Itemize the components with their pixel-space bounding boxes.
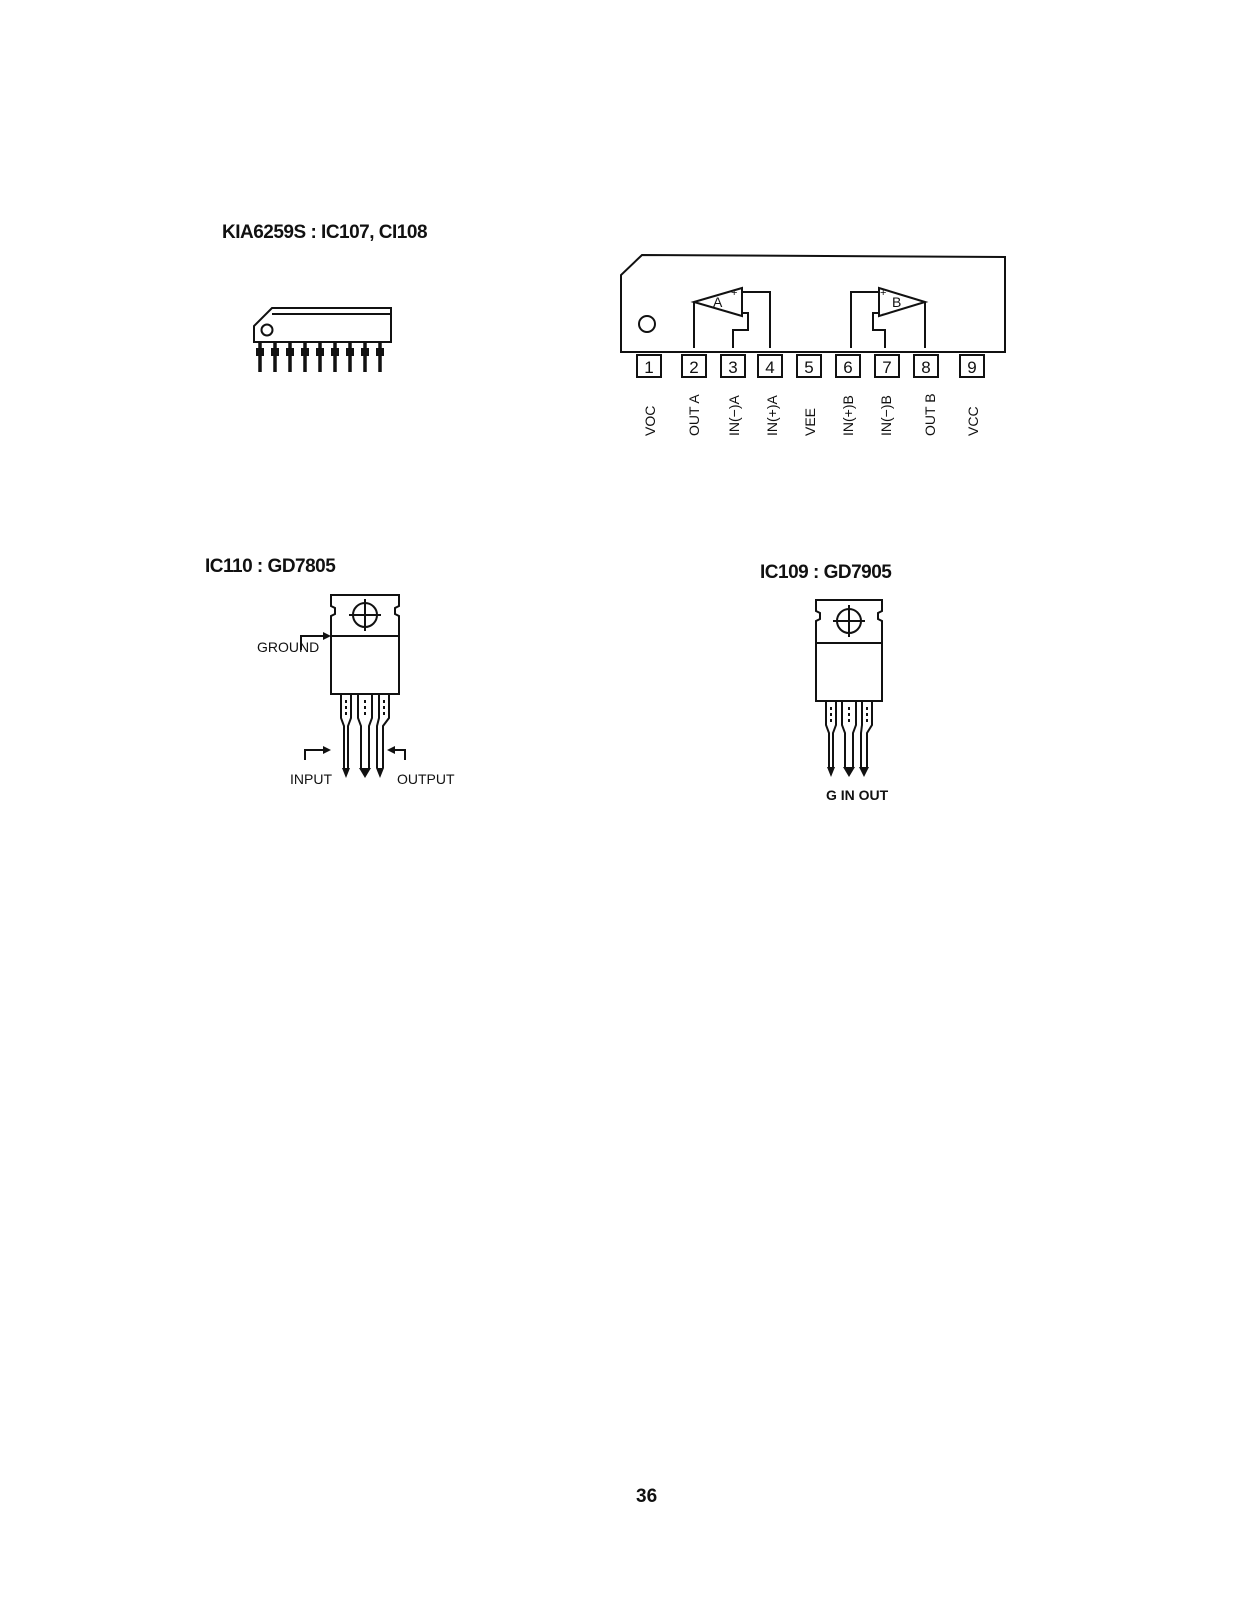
pin-8-number: 8 [921, 358, 930, 377]
pin-8-label: OUT B [922, 393, 938, 436]
opamp-b-minus: - [882, 308, 886, 320]
ic110-title: IC110 : GD7805 [205, 556, 336, 577]
page-number: 36 [636, 1486, 658, 1507]
output-label: OUTPUT [397, 771, 455, 787]
pin-2-label: OUT A [686, 394, 702, 436]
ic109-pin-labels: G IN OUT [826, 787, 889, 803]
pin-7-label: IN(−)B [878, 395, 894, 436]
kia6259s-title: KIA6259S : IC107, CI108 [222, 222, 428, 243]
opamp-b-label: B [892, 294, 901, 310]
pin-5-label: VEE [802, 407, 818, 436]
pin-3-label: IN(−)A [726, 395, 742, 436]
pin-label-row: VOC OUT A IN(−)A IN(+)A VEE IN(+)B IN(−)… [628, 378, 1008, 448]
pin-9-number: 9 [967, 358, 976, 377]
pin-5-number: 5 [804, 358, 813, 377]
opamp-a-minus: - [733, 308, 737, 320]
pin-9-label: VCC [965, 406, 981, 436]
opamp-a-label: A [713, 294, 723, 310]
ic109-to220-drawing [815, 599, 883, 777]
ic109-title: IC109 : GD7905 [760, 562, 892, 583]
input-label: INPUT [290, 771, 332, 787]
pin-3-number: 3 [728, 358, 737, 377]
opamp-b-plus: + [880, 287, 886, 299]
pin-6-label: IN(+)B [840, 395, 856, 436]
pin-4-number: 4 [765, 358, 774, 377]
pin-1-number: 1 [644, 358, 653, 377]
sip9-package-drawing [253, 307, 392, 372]
pin-6-number: 6 [843, 358, 852, 377]
kia6259s-block-diagram: A + - B + - 1 2 3 4 5 6 7 8 9 [620, 253, 1006, 378]
pin-1-label: VOC [642, 405, 658, 436]
opamp-a-plus: + [731, 287, 737, 299]
pin-4-label: IN(+)A [764, 395, 780, 436]
pin-7-number: 7 [882, 358, 891, 377]
ic110-to220-drawing [300, 594, 406, 778]
ground-label: GROUND [257, 639, 320, 655]
pin-2-number: 2 [689, 358, 698, 377]
